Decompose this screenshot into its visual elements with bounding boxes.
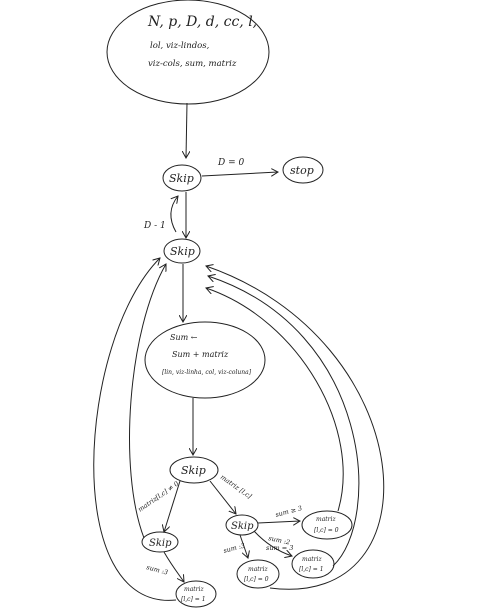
start-node: N, p, D, d, cc, l, lol, viz-lindos, viz-…	[106, 0, 270, 105]
stop-node: stop	[282, 156, 324, 184]
loop-skipleft-skip2	[129, 264, 166, 539]
node-right-top-line-1: matriz	[316, 516, 336, 523]
sum-line-1: Sum ←	[170, 333, 198, 342]
skip-node-right: Skip	[225, 514, 259, 536]
start-line-1: N, p, D, d, cc, l,	[147, 14, 257, 30]
loop-rightbottom-skip2	[208, 276, 360, 567]
skip-node-1: Skip	[162, 164, 202, 192]
loop-righttop-skip2	[206, 288, 344, 512]
edge-sum3-right-label: sum ≥ 3	[274, 504, 303, 519]
start-line-2: lol, viz-lindos,	[150, 41, 210, 51]
node-right-bottom-line-1: matriz	[302, 556, 322, 563]
edge-start-skip1	[186, 102, 187, 158]
edge-left-cond-label: matriz[l,c] ≠ 0	[137, 480, 181, 514]
sum-node: Sum ← Sum + matriz [lin, viz-linha, col,…	[144, 321, 266, 399]
skip-node-1-label: Skip	[169, 172, 194, 185]
edge-skip3-skipright	[209, 480, 236, 514]
edge-skip1-stop	[201, 172, 278, 177]
skip-node-right-label: Skip	[231, 521, 254, 532]
edge-skipright-righttop	[257, 521, 300, 523]
node-right-top: matriz [l,c] = 0	[301, 510, 353, 540]
sum-line-2: Sum + matriz	[172, 350, 229, 359]
node-right-top-line-2: [l,c] = 0	[314, 527, 339, 534]
sum-line-3: [lin, viz-linha, col, viz-coluna]	[162, 369, 252, 376]
edge-d1-label: D - 1	[143, 221, 166, 231]
edge-sum3-left-label: sum :3	[145, 563, 168, 576]
loop-midbottom-skip2	[206, 266, 385, 590]
edge-right-cond-label: matriz [l,c]	[219, 473, 254, 501]
edge-d0-label: D = 0	[217, 158, 244, 168]
node-right-bottom: matriz [l,c] = 1	[291, 549, 335, 579]
loop-leftbottom-skip2	[93, 258, 177, 601]
skip-node-3-label: Skip	[181, 464, 206, 477]
node-left-bottom: matriz [l,c] = 1	[175, 580, 217, 608]
edge-skipleft-bottom	[163, 551, 184, 582]
skip-node-3: Skip	[169, 456, 219, 484]
skip-node-2-label: Skip	[170, 245, 195, 258]
stop-node-label: stop	[290, 164, 314, 177]
edge-skipright-midbottom	[239, 534, 248, 558]
node-left-bottom-line-2: [l,c] = 1	[181, 596, 206, 603]
node-mid-bottom: matriz [l,c] = 0	[236, 559, 280, 589]
skip-node-2: Skip	[163, 238, 201, 264]
start-line-3: viz-cols, sum, matriz	[148, 59, 237, 69]
edge-skip3-skipleft	[164, 480, 181, 532]
skip-node-left-label: Skip	[149, 538, 172, 549]
node-right-bottom-line-2: [l,c] = 1	[299, 566, 324, 573]
edge-sum3-lower-label: sum = 3	[266, 544, 293, 552]
node-mid-bottom-line-1: matriz	[248, 566, 268, 573]
edge-sum3-mid-label: sum :3	[222, 541, 245, 554]
edge-skipright-rightbottom	[253, 530, 292, 556]
node-left-bottom-line-1: matriz	[184, 586, 204, 593]
skip-node-left: Skip	[141, 531, 179, 553]
edge-d1-loop	[170, 196, 178, 233]
node-mid-bottom-line-2: [l,c] = 0	[244, 576, 269, 583]
